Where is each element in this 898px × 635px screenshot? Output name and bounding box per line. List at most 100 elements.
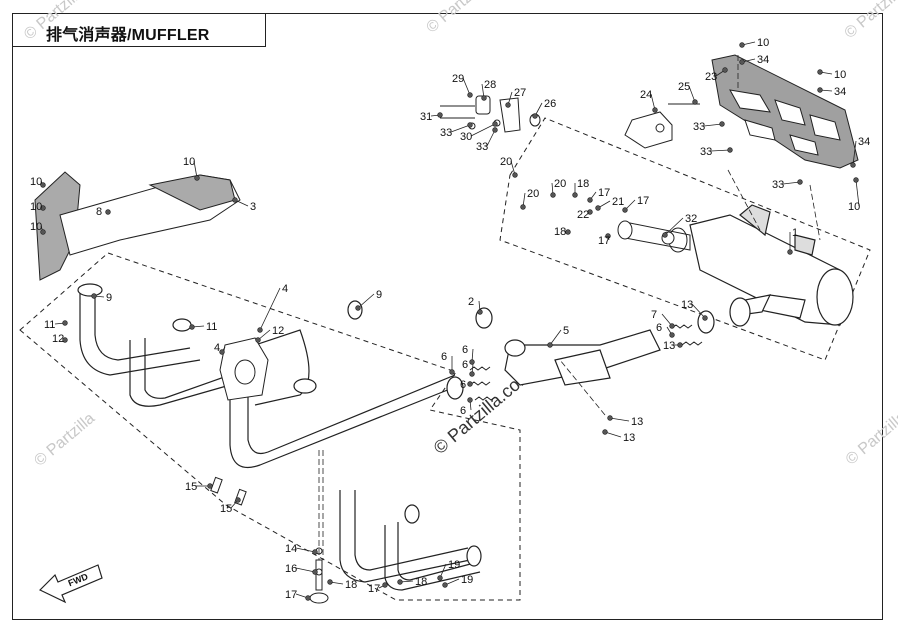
watermark-right: © Partzilla (843, 408, 898, 468)
callout-10: 10 (757, 37, 769, 49)
callout-10: 10 (183, 156, 195, 168)
callout-marker-15 (235, 497, 241, 503)
gasket-7 (697, 310, 715, 334)
callout-leader-9 (357, 293, 375, 309)
callout-4: 4 (282, 283, 288, 295)
callout-19: 19 (461, 574, 473, 586)
bracket-24 (624, 111, 673, 149)
callout-marker-26 (532, 113, 538, 119)
callout-leader-30 (470, 123, 496, 137)
diagram-title: 排气消声器/MUFFLER (46, 27, 210, 44)
callout-marker-18 (327, 579, 333, 585)
callout-33: 33 (693, 121, 705, 133)
callout-marker-20 (512, 172, 518, 178)
callout-marker-11 (62, 320, 68, 326)
callout-marker-4 (257, 327, 263, 333)
callout-17: 17 (285, 589, 297, 601)
callout-34: 34 (757, 54, 769, 66)
callout-20: 20 (554, 178, 566, 190)
callout-6: 6 (441, 351, 447, 363)
callout-leader-25 (688, 85, 696, 103)
callout-leader-33 (703, 123, 723, 127)
callout-12: 12 (272, 325, 284, 337)
callout-marker-6 (467, 381, 473, 387)
callout-marker-10 (817, 69, 823, 75)
callout-33: 33 (700, 146, 712, 158)
callout-13: 13 (663, 340, 675, 352)
callout-marker-12 (255, 337, 261, 343)
callout-marker-33 (719, 121, 725, 127)
callout-leader-32 (664, 217, 684, 236)
callout-18: 18 (345, 579, 357, 591)
callout-10: 10 (30, 221, 42, 233)
callout-6: 6 (460, 405, 466, 417)
callout-30: 30 (460, 131, 472, 143)
callout-marker-6 (469, 359, 475, 365)
callout-24: 24 (640, 89, 652, 101)
callout-marker-7 (669, 323, 675, 329)
callout-17: 17 (637, 195, 649, 207)
callout-19: 19 (448, 559, 460, 571)
callout-13: 13 (681, 299, 693, 311)
callout-18: 18 (554, 226, 566, 238)
callout-26: 26 (544, 98, 556, 110)
callout-6: 6 (462, 359, 468, 371)
callout-leader-14 (295, 547, 316, 553)
callout-8: 8 (96, 206, 102, 218)
callout-leader-16 (295, 567, 316, 573)
watermark-tl: © Partzilla (21, 0, 88, 43)
callout-31: 31 (420, 111, 432, 123)
callout-marker-1 (787, 249, 793, 255)
callout-marker-10 (194, 175, 200, 181)
callout-marker-6 (469, 371, 475, 377)
callout-leader-10 (855, 179, 860, 207)
callout-6: 6 (462, 344, 468, 356)
callout-marker-9 (355, 305, 361, 311)
callout-leader-13 (604, 431, 622, 438)
callout-marker-10 (40, 205, 46, 211)
callout-17: 17 (598, 187, 610, 199)
callout-20: 20 (527, 188, 539, 200)
callout-marker-11 (189, 324, 195, 330)
gasket-5 (446, 376, 464, 400)
callout-marker-18 (572, 192, 578, 198)
callout-leader-10 (193, 160, 198, 179)
callout-22: 22 (577, 209, 589, 221)
callout-marker-14 (312, 549, 318, 555)
callout-33: 33 (772, 179, 784, 191)
bracket-plate-8 (34, 171, 241, 281)
callout-marker-33 (492, 127, 498, 133)
callout-6: 6 (460, 379, 466, 391)
callout-marker-23 (722, 67, 728, 73)
callout-17: 17 (598, 235, 610, 247)
callout-marker-20 (550, 192, 556, 198)
callout-leader-24 (650, 93, 656, 111)
callout-marker-19 (442, 582, 448, 588)
callout-25: 25 (678, 81, 690, 93)
gasket-4-left (347, 300, 363, 320)
callout-18: 18 (415, 576, 427, 588)
title-box (12, 13, 266, 47)
callout-marker-20 (520, 204, 526, 210)
callout-33: 33 (476, 141, 488, 153)
callout-marker-10 (853, 177, 859, 183)
callout-marker-18 (397, 579, 403, 585)
callout-marker-32 (662, 232, 668, 238)
callout-14: 14 (285, 543, 297, 555)
watermark-tr: © Partzilla (423, 0, 490, 37)
callout-marker-29 (467, 92, 473, 98)
callout-7: 7 (651, 309, 657, 321)
callout-3: 3 (250, 201, 256, 213)
callout-marker-13 (602, 429, 608, 435)
callout-leader-33 (450, 124, 471, 133)
callout-marker-13 (677, 342, 683, 348)
callout-leader-33 (710, 149, 731, 152)
callout-marker-34 (817, 87, 823, 93)
callout-leader-13 (691, 303, 706, 319)
inner-pipe-21 (617, 220, 691, 253)
callout-34: 34 (834, 86, 846, 98)
callout-6: 6 (656, 322, 662, 334)
callout-marker-5 (547, 342, 553, 348)
callout-marker-33 (797, 179, 803, 185)
